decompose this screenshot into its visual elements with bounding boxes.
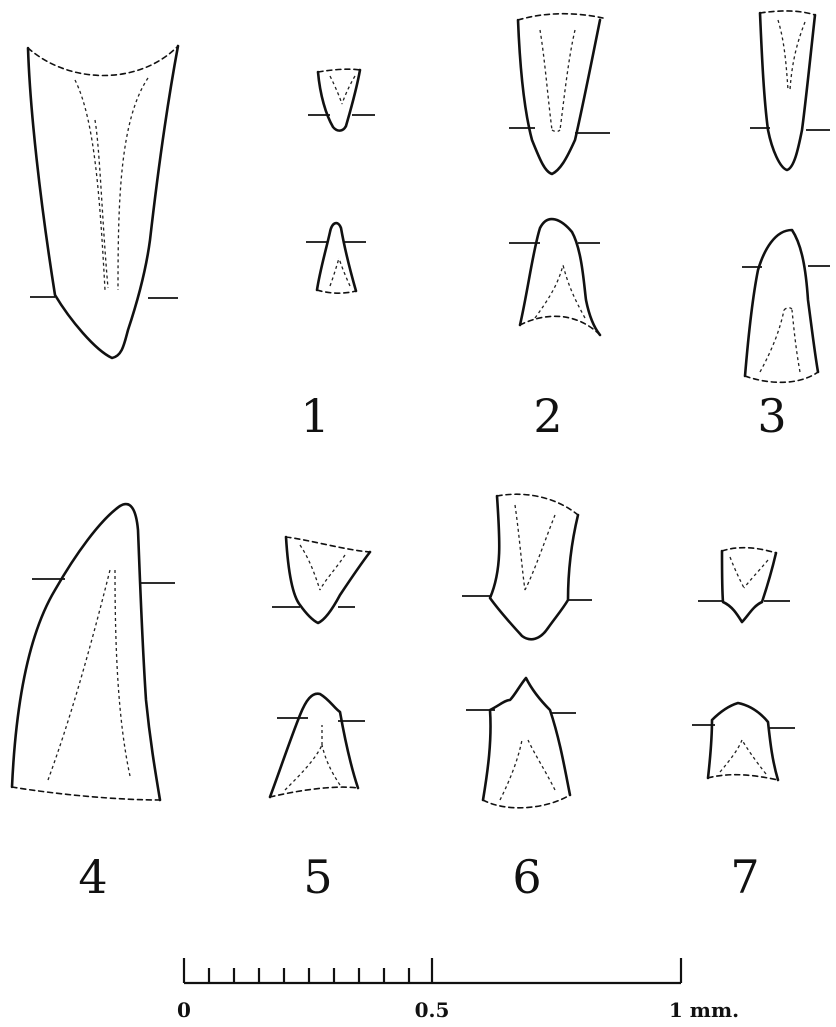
figure-label-1: 1 [300, 389, 329, 443]
scale-bar: 0 0.5 1 mm. [177, 958, 739, 1022]
scale-bar-ticks [182, 958, 683, 983]
figure-label-7: 7 [730, 850, 759, 904]
tooth-figure-3-upper [750, 10, 830, 172]
figure-label-6: 6 [512, 850, 541, 904]
tooth-figure-5-upper [272, 535, 372, 625]
scale-label-one-mm: 1 mm. [669, 998, 739, 1022]
figure-label-5: 5 [303, 850, 332, 904]
tooth-figure-6-upper [462, 493, 592, 641]
scale-label-zero: 0 [177, 998, 191, 1022]
tooth-figure-2-upper [509, 12, 610, 176]
tooth-figure-7-upper [698, 546, 790, 624]
tooth-figure-5-lower [268, 692, 365, 799]
tooth-figure-2-lower [509, 217, 602, 337]
figure-label-3: 3 [757, 389, 786, 443]
tooth-large-top-left [26, 44, 180, 360]
tooth-figure-4 [10, 502, 175, 802]
scale-label-half: 0.5 [415, 998, 450, 1022]
tooth-figure-1-lower [306, 221, 366, 294]
figure-label-4: 4 [78, 850, 107, 904]
tooth-figure-1-upper [308, 68, 375, 132]
tooth-figure-6-lower [466, 676, 576, 809]
tooth-figure-7-lower [692, 701, 795, 782]
figure-label-2: 2 [533, 389, 562, 443]
tooth-figure-3-lower [742, 228, 830, 384]
